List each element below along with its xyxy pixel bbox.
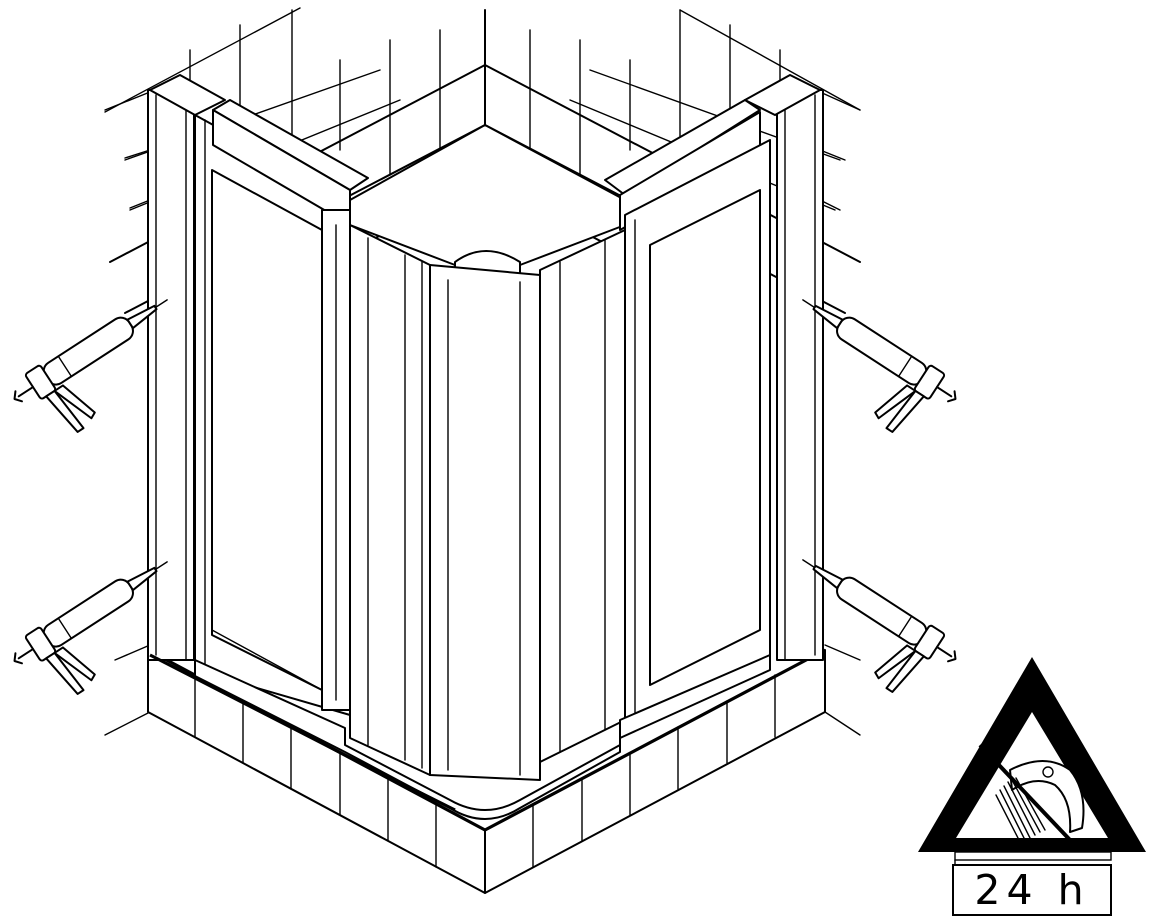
shower-enclosure bbox=[147, 74, 824, 820]
caulking-gun-icon bbox=[13, 561, 168, 695]
cure-time-label: 24 h bbox=[952, 864, 1112, 916]
caulking-gun-icon bbox=[802, 559, 957, 693]
no-shower-warning-icon bbox=[918, 657, 1146, 865]
caulking-gun-icon bbox=[13, 299, 168, 433]
caulking-gun-icon bbox=[802, 299, 957, 433]
